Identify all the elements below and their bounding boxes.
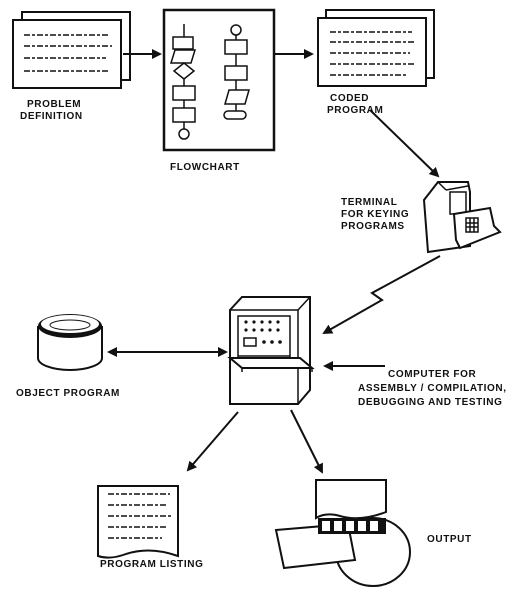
program-listing-label: PROGRAM LISTING [100, 559, 203, 570]
computer-label-line3: DEBUGGING AND TESTING [358, 397, 502, 408]
problem-definition-label-line2: DEFINITION [20, 111, 83, 122]
terminal-label-line1: TERMINAL [341, 197, 397, 208]
coded-program-label-line2: PROGRAM [327, 105, 383, 116]
printer-output-icon [274, 479, 411, 587]
arrow-computer-to-output [290, 409, 323, 474]
computer-label-line2: ASSEMBLY / COMPILATION, [358, 383, 507, 394]
arrow-coded-to-terminal [369, 109, 440, 178]
terminal-icon [422, 181, 502, 254]
flowchart-sheet [162, 8, 276, 152]
link-terminal-to-computer [322, 255, 441, 334]
flowchart-label: FLOWCHART [170, 162, 240, 173]
problem-definition-document [12, 11, 131, 89]
object-program-disk-icon [37, 314, 103, 371]
coded-program-document [317, 9, 435, 87]
terminal-label-line2: FOR KEYING [341, 209, 409, 220]
coded-program-label-line1: CODED [330, 93, 369, 104]
object-program-label: OBJECT PROGRAM [16, 388, 120, 399]
computer-icon [227, 296, 315, 405]
arrow-computer-to-listing [186, 411, 239, 472]
terminal-label-line3: PROGRAMS [341, 221, 405, 232]
problem-definition-label-line1: PROBLEM [27, 99, 81, 110]
computer-label-line1: COMPUTER FOR [388, 369, 476, 380]
program-listing-document [97, 485, 179, 559]
output-label: OUTPUT [427, 534, 472, 545]
